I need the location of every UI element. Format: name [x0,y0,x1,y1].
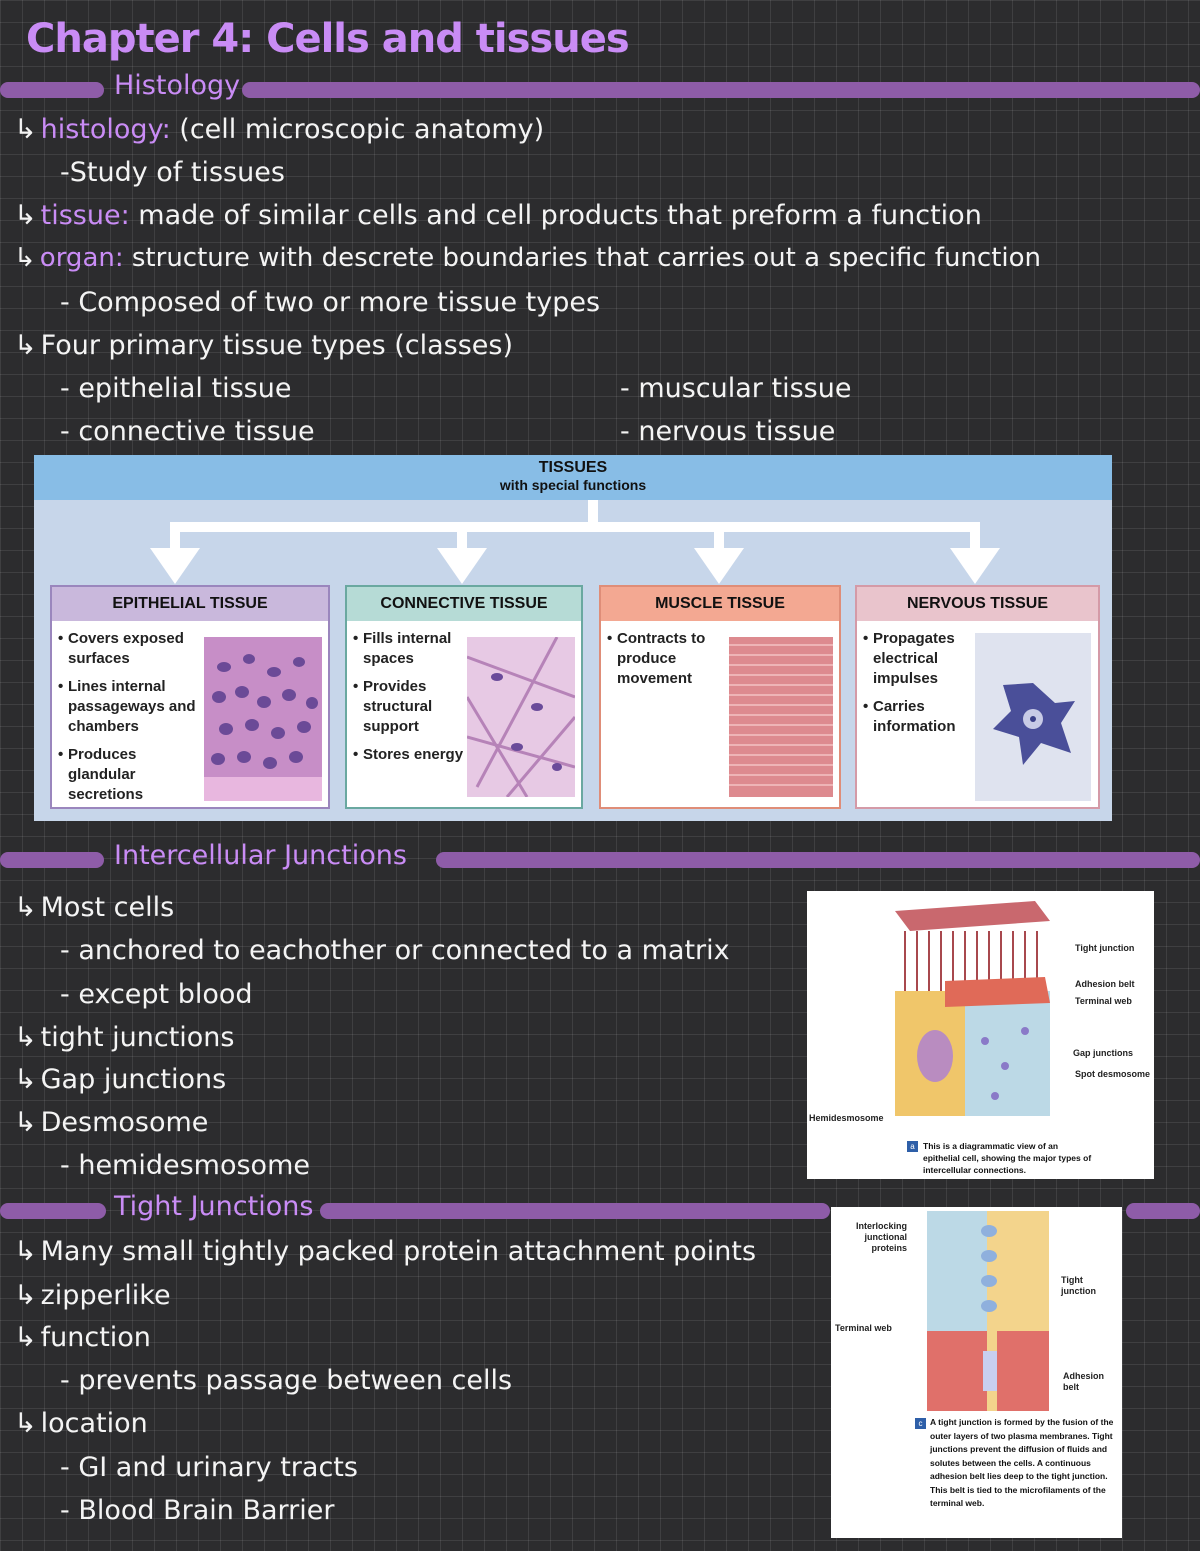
section-band-junctions: Intercellular Junctions [0,840,1200,872]
note-line: - except blood [60,979,253,1010]
figure-badge: c [915,1418,926,1429]
figure-caption: This is a diagrammatic view of an epithe… [923,1141,1092,1175]
epithelial-micrograph [204,637,322,801]
note-line: - Composed of two or more tissue types [60,287,601,318]
card-item: Provides structural support [353,677,465,737]
section-title-junctions: Intercellular Junctions [114,840,407,871]
note-line: -Study of tissues [60,157,285,188]
figure-header: TISSUES with special functions [34,455,1112,500]
note-line: ↳tissue: made of similar cells and cell … [14,200,982,231]
label-tight-junction: Tight junction [1075,943,1135,953]
page-title: Chapter 4: Cells and tissues [26,16,630,62]
note-line: - epithelial tissue [60,373,292,404]
label-adhesion-belt: Adhesion belt [1075,979,1135,989]
card-title: CONNECTIVE TISSUE [347,587,581,621]
note-line: ↳Gap junctions [14,1064,227,1095]
card-title: NERVOUS TISSUE [857,587,1098,621]
note-line: ↳zipperlike [14,1280,171,1311]
junctions-figure: Tight junction Adhesion belt Terminal we… [807,891,1154,1179]
note-line: - nervous tissue [620,416,836,447]
card-nervous: NERVOUS TISSUE Propagates electrical imp… [855,585,1100,809]
note-line: - GI and urinary tracts [60,1452,358,1483]
section-title-histology: Histology [114,70,241,101]
label-spot-desmosome: Spot desmosome [1075,1069,1151,1079]
note-line: ↳histology: (cell microscopic anatomy) [14,114,545,145]
note-line: ↳location [14,1408,148,1439]
note-line: ↳function [14,1322,151,1353]
section-band-histology: Histology [0,70,1200,102]
tight-junction-figure: Interlocking junctional proteins Termina… [831,1207,1122,1538]
note-line: - muscular tissue [620,373,852,404]
card-epithelial: EPITHELIAL TISSUE Covers exposed surface… [50,585,330,809]
label-terminal-web: Terminal web [835,1323,892,1333]
card-title: EPITHELIAL TISSUE [52,587,328,621]
note-line: ↳Most cells [14,892,175,923]
figure-caption: A tight junction is formed by the fusion… [930,1417,1114,1508]
card-connective: CONNECTIVE TISSUE Fills internal spaces … [345,585,583,809]
card-list: Covers exposed surfaces Lines internal p… [58,629,206,813]
label-hemidesmosome: Hemidesmosome [809,1113,884,1123]
note-line: - hemidesmosome [60,1150,310,1181]
section-title-tight: Tight Junctions [114,1191,314,1222]
card-muscle: MUSCLE TISSUE Contracts to produce movem… [599,585,841,809]
note-line: ↳Four primary tissue types (classes) [14,330,514,361]
muscle-micrograph [729,637,833,797]
card-title: MUSCLE TISSUE [601,587,839,621]
card-item: Propagates electrical impulses [863,629,975,689]
card-item: Covers exposed surfaces [58,629,206,669]
label-adhesion-belt: Adhesion belt [1063,1371,1105,1392]
note-line: ↳Desmosome [14,1107,209,1138]
card-item: Contracts to produce movement [607,629,727,689]
card-item: Lines internal passageways and chambers [58,677,206,737]
tight-junction-diagram [927,1211,1049,1411]
card-list: Contracts to produce movement [607,629,727,697]
tree-arrows [150,500,1000,584]
note-line: - connective tissue [60,416,315,447]
card-item: Stores energy [353,745,465,765]
card-list: Fills internal spaces Provides structura… [353,629,465,773]
card-item: Produces glandular secretions [58,745,206,805]
note-line: - anchored to eachother or connected to … [60,935,730,966]
label-terminal-web: Terminal web [1075,996,1132,1006]
note-line: ↳organ: structure with descrete boundari… [14,243,1042,273]
connective-micrograph [467,637,575,797]
card-item: Fills internal spaces [353,629,465,669]
card-list: Propagates electrical impulses Carries i… [863,629,975,745]
card-item: Carries information [863,697,975,737]
note-line: ↳tight junctions [14,1022,235,1053]
label-interlocking-proteins: Interlocking junctional proteins [855,1221,907,1253]
label-tight-junction: Tight junction [1061,1275,1096,1296]
label-gap-junctions: Gap junctions [1073,1048,1134,1058]
note-line: - Blood Brain Barrier [60,1495,335,1526]
note-line: ↳Many small tightly packed protein attac… [14,1236,757,1267]
section-band-tight: Tight Junctions [0,1191,1200,1223]
tissues-figure: TISSUES with special functions EPITHELIA… [34,455,1112,821]
note-line: - prevents passage between cells [60,1365,513,1396]
nervous-micrograph [975,633,1091,801]
epithelial-cell-diagram [895,901,1050,1116]
figure-badge: a [907,1141,918,1152]
